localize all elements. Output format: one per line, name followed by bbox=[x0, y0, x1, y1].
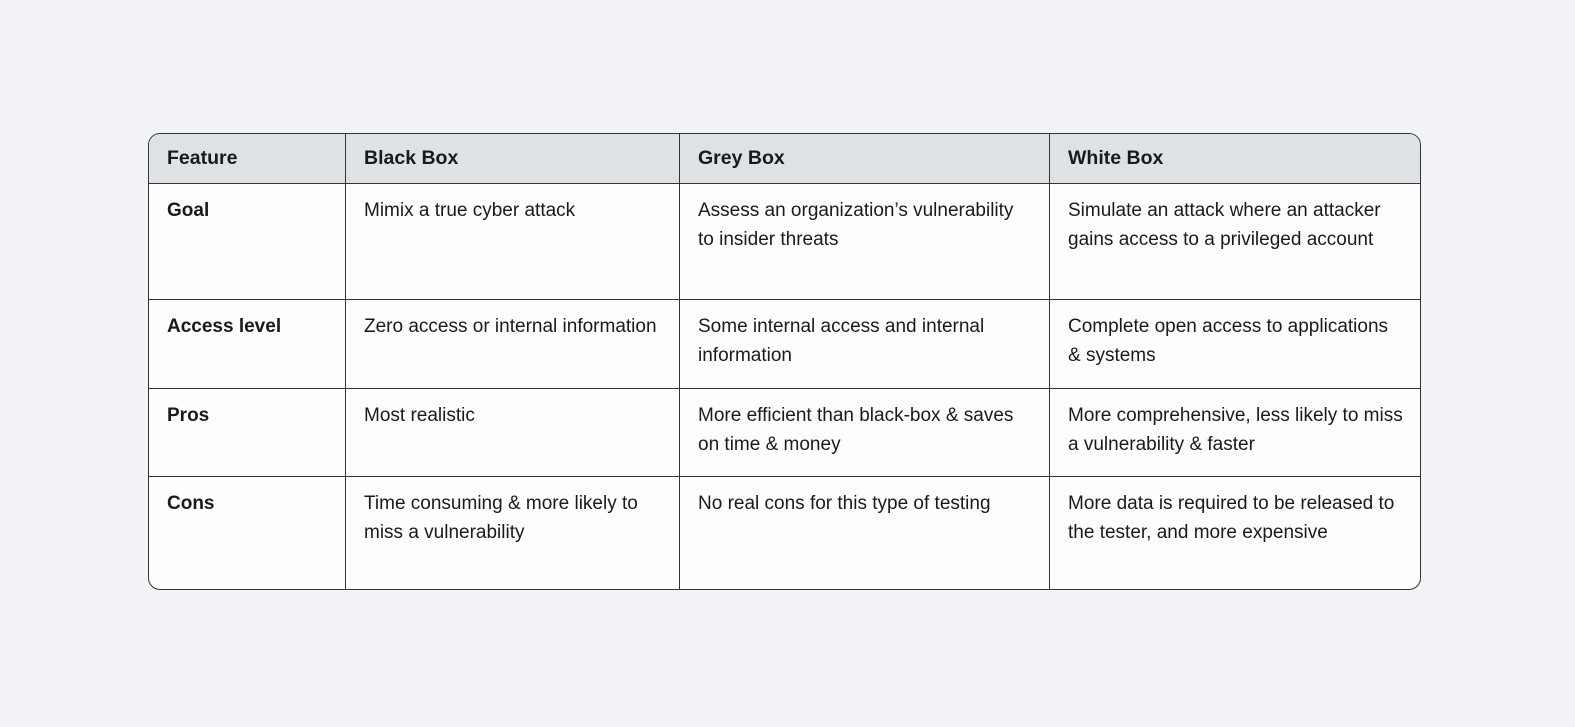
column-header-grey-box: Grey Box bbox=[680, 134, 1050, 184]
row-label-pros: Pros bbox=[149, 389, 346, 477]
row-label-goal: Goal bbox=[149, 184, 346, 300]
cell-pros-grey-box: More efficient than black-box & saves on… bbox=[680, 389, 1050, 477]
column-header-black-box: Black Box bbox=[346, 134, 680, 184]
row-label-cons: Cons bbox=[149, 477, 346, 589]
cell-pros-white-box: More comprehensive, less likely to miss … bbox=[1050, 389, 1420, 477]
cell-cons-white-box: More data is required to be released to … bbox=[1068, 493, 1395, 543]
cell-cons-black-box: Time consuming & more likely to miss a v… bbox=[346, 477, 680, 589]
cell-access-black-box: Zero access or internal information bbox=[346, 300, 680, 389]
comparison-table: Feature Black Box Grey Box White Box Goa… bbox=[149, 134, 1420, 589]
cell-access-white-box: Complete open access to applications & s… bbox=[1050, 300, 1420, 389]
table-row-pros: Pros Most realistic More efficient than … bbox=[149, 389, 1420, 477]
cell-goal-white-box: Simulate an attack where an attacker gai… bbox=[1050, 184, 1420, 300]
pentest-comparison-table: Feature Black Box Grey Box White Box Goa… bbox=[148, 133, 1421, 590]
table-row-goal: Goal Mimix a true cyber attack Assess an… bbox=[149, 184, 1420, 300]
column-header-white-box: White Box bbox=[1050, 134, 1420, 184]
cell-goal-black-box: Mimix a true cyber attack bbox=[346, 184, 680, 300]
table-row-access-level: Access level Zero access or internal inf… bbox=[149, 300, 1420, 389]
row-label-access-level: Access level bbox=[149, 300, 346, 389]
table-row-cons: Cons Time consuming & more likely to mis… bbox=[149, 477, 1420, 589]
cell-goal-grey-box: Assess an organization’s vulnerability t… bbox=[680, 184, 1050, 300]
cell-cons-grey-box: No real cons for this type of testing bbox=[680, 477, 1050, 589]
column-header-feature: Feature bbox=[149, 134, 346, 184]
header-row: Feature Black Box Grey Box White Box bbox=[149, 134, 1420, 184]
cell-pros-black-box: Most realistic bbox=[346, 389, 680, 477]
cell-access-grey-box: Some internal access and internal inform… bbox=[680, 300, 1050, 389]
